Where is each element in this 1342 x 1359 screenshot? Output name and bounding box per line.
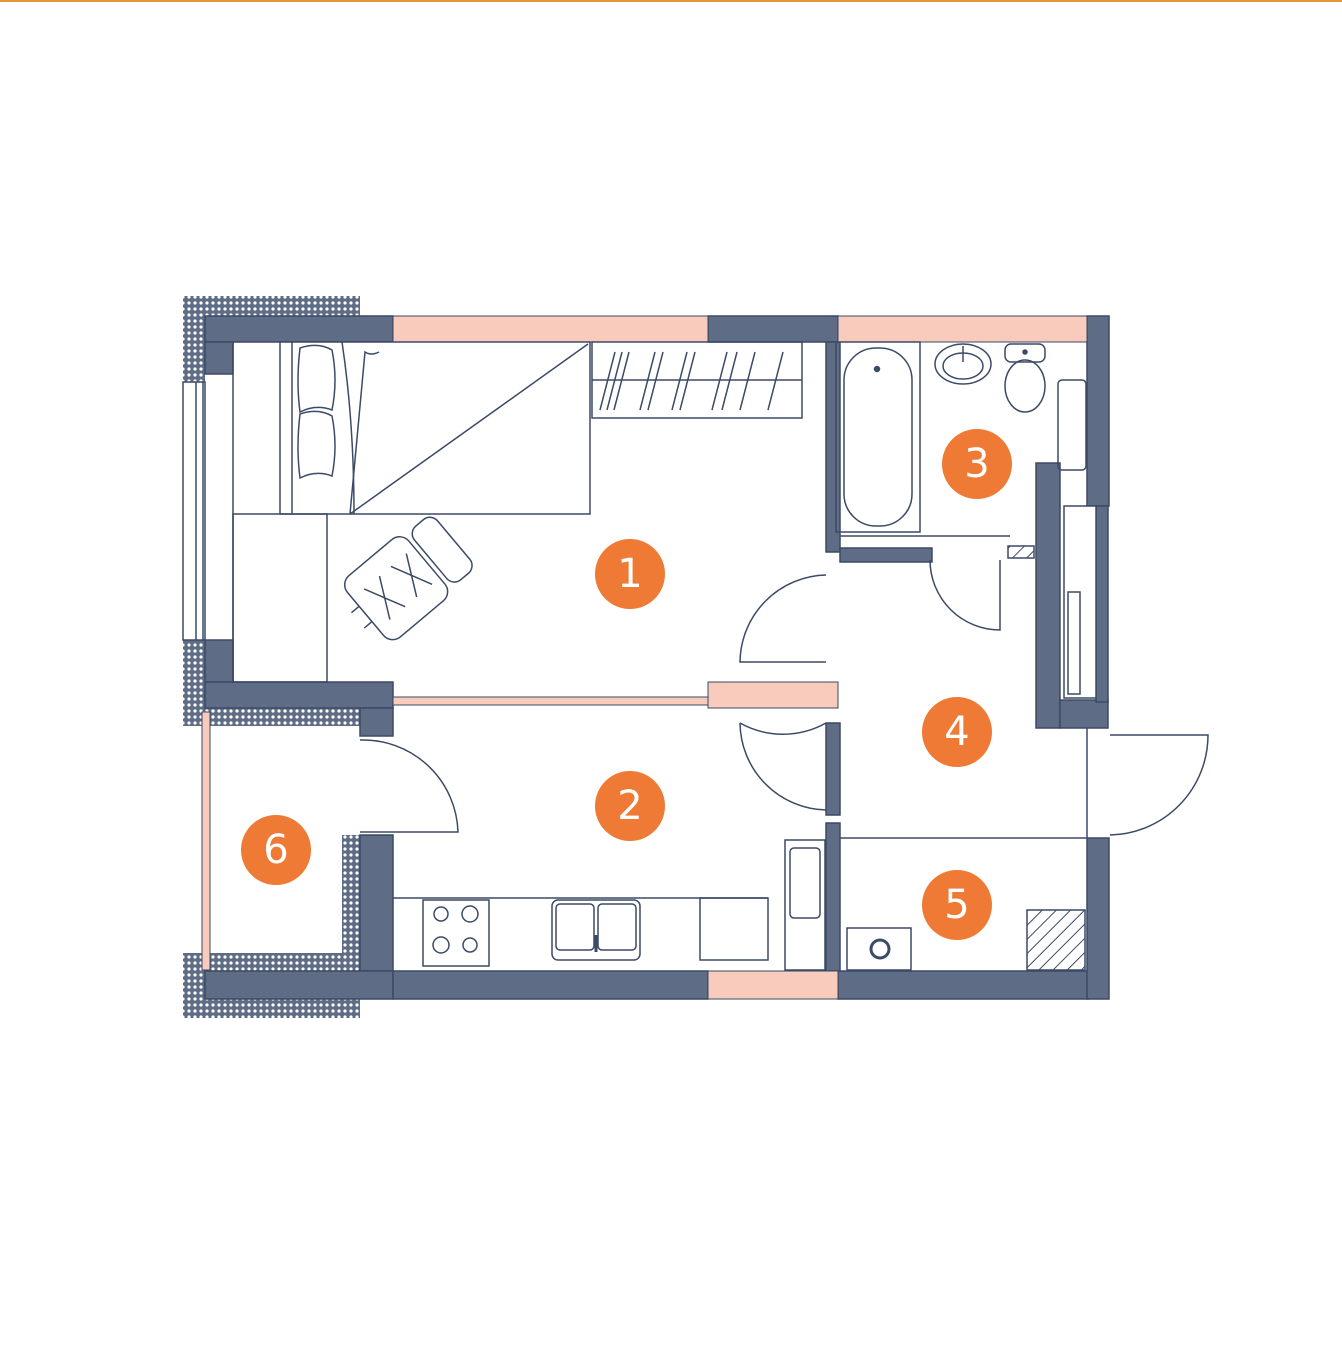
- top-accent-line: [0, 0, 1342, 2]
- closet: [1063, 505, 1097, 699]
- walls: [204, 315, 1110, 1000]
- desk-and-chair: [232, 513, 473, 683]
- wardrobe: [591, 341, 803, 419]
- room-4-badge: 4: [922, 697, 992, 767]
- room-3-badge: 3: [942, 429, 1012, 499]
- balcony-window-frame: [182, 381, 206, 641]
- room-1-badge: 1: [595, 539, 665, 609]
- exterior-insulation: [183, 296, 360, 1018]
- kitchen: [422, 839, 826, 971]
- bathroom-fixtures: [835, 341, 1087, 537]
- room-6-badge: 6: [241, 815, 311, 885]
- doors: [359, 559, 1209, 836]
- room-2-badge: 2: [595, 771, 665, 841]
- bed: [279, 341, 591, 515]
- utility-fixtures: [846, 545, 1086, 971]
- room-5-badge: 5: [922, 870, 992, 940]
- windows: [201, 315, 1088, 1000]
